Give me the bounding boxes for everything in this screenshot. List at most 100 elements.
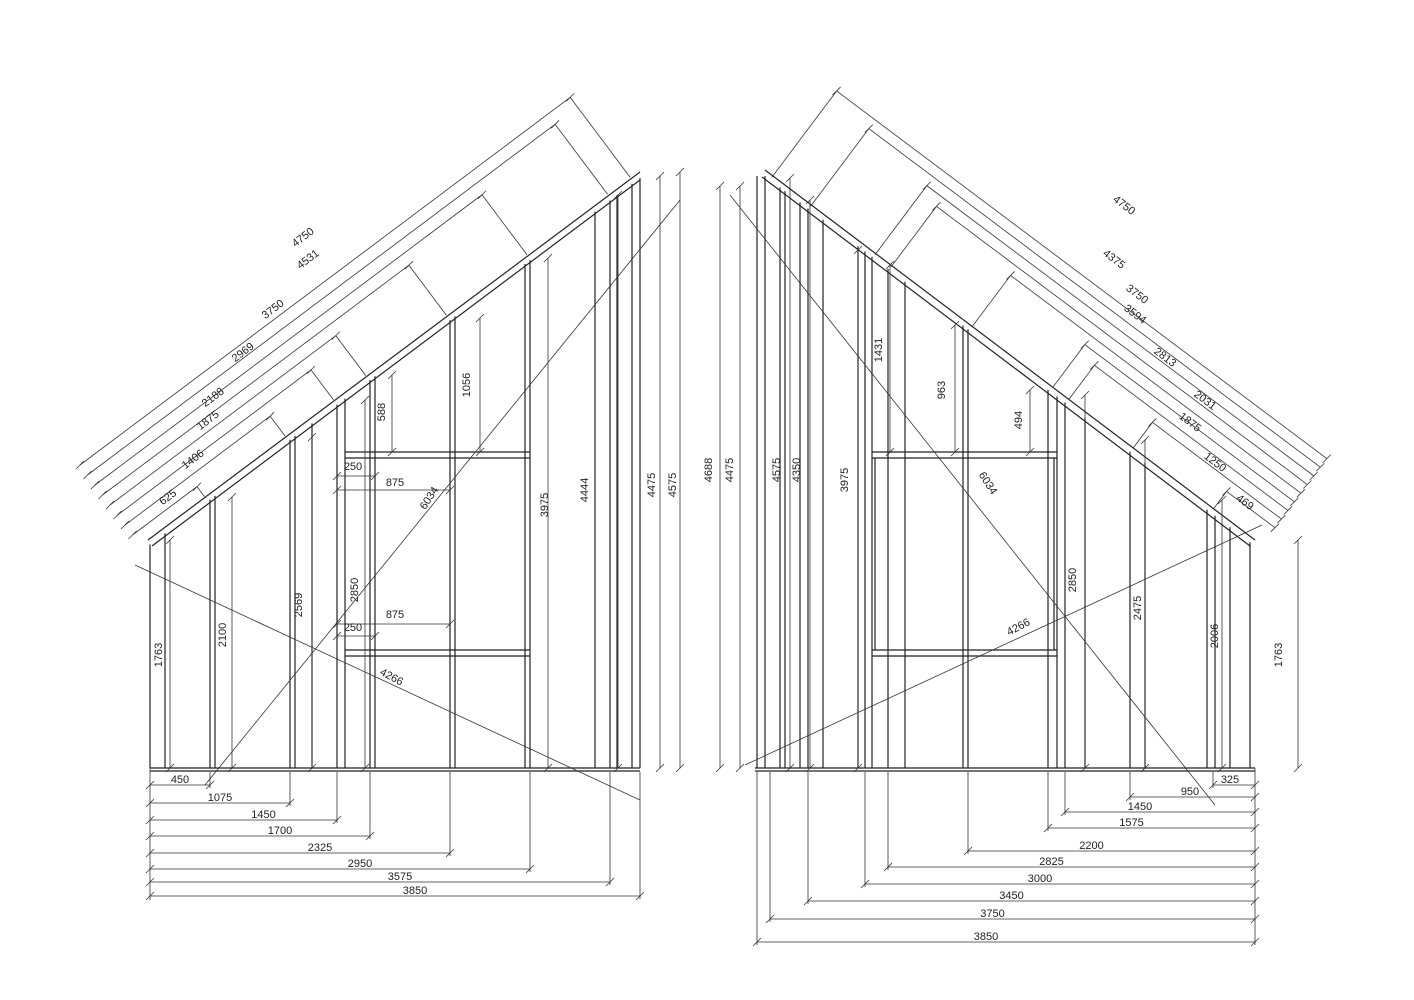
dimension-tick [165, 535, 175, 545]
vertical-dimension-label: 3975 [539, 493, 551, 517]
roof-dimension-line [1010, 275, 1302, 494]
base-dimension-label: 3575 [388, 871, 412, 883]
dimension-tick [445, 485, 455, 495]
roof-dimension-label: 2031 [1191, 388, 1218, 412]
vertical-dimension-label: 588 [376, 403, 388, 421]
extension-line [408, 264, 447, 316]
dimension-tick [475, 447, 485, 457]
extension-line [810, 128, 870, 207]
roof-dimension-line [1094, 364, 1289, 511]
dimension-tick [128, 530, 137, 540]
roof-dimension-line [87, 123, 556, 476]
vertical-dimension-label: 4444 [579, 478, 591, 502]
roof-dimension-label: 4750 [290, 225, 317, 249]
vertical-dimension-label: 494 [1013, 411, 1025, 429]
dimension-tick [332, 631, 342, 641]
dimension-tick [445, 619, 455, 629]
dimension-tick [1025, 447, 1035, 457]
dimension-tick [332, 485, 342, 495]
diagonal-dimension-line [204, 199, 681, 786]
vertical-dimension-label: 2850 [1067, 568, 1079, 592]
roof-dimension-line [109, 335, 337, 506]
dimension-tick [1217, 495, 1227, 505]
vertical-dimension-label: 2100 [217, 623, 229, 647]
dimension-tick [83, 470, 92, 480]
base-dimension-label: 1075 [208, 792, 232, 804]
diagonal-dimension-line [744, 524, 1263, 766]
dimension-tick [655, 763, 665, 773]
dimension-tick [90, 480, 100, 490]
roof-dimension-label: 1250 [1201, 450, 1228, 474]
roof-dimension-line [117, 369, 312, 516]
base-dimension-label: 2200 [1079, 840, 1103, 852]
dimension-tick [332, 471, 342, 481]
roof-dimension-line [1084, 344, 1295, 503]
base-dimension-label: 950 [1181, 786, 1199, 798]
base-dimension-label: 2825 [1039, 856, 1063, 868]
roof-dimension-line [1226, 491, 1276, 529]
dimension-tick [1316, 462, 1325, 472]
dimension-tick [332, 619, 342, 629]
dimension-tick [105, 500, 115, 510]
vertical-dimension-label: 4575 [771, 458, 783, 482]
diagonal-dimension-label: 4266 [1005, 616, 1032, 638]
dimension-tick [75, 460, 85, 470]
vertical-dimension-label: 4688 [703, 458, 715, 482]
dimension-tick [1140, 435, 1150, 445]
dimension-tick [1296, 488, 1306, 498]
roof-dimension-line [124, 415, 271, 526]
dimension-tick [885, 260, 895, 270]
dimension-tick [370, 631, 380, 641]
vertical-dimension-label: 2569 [293, 593, 305, 617]
diagonal-dimension-label: 6034 [976, 470, 999, 497]
vertical-dimension-label: 4575 [667, 473, 679, 497]
vertical-dimension-label: 3975 [839, 468, 851, 492]
base-dimension-label: 2325 [308, 842, 332, 854]
extension-line [269, 415, 286, 437]
extension-line [890, 206, 937, 268]
vertical-dimension-label: 4475 [724, 458, 736, 482]
roof-dimension-line [94, 194, 483, 486]
extension-line [771, 90, 837, 178]
opening-dimension-label: 875 [386, 477, 404, 489]
roof-dimension-label: 3750 [260, 297, 287, 321]
vertical-dimension-label: 4350 [791, 458, 803, 482]
extension-line [971, 275, 1011, 328]
dimension-tick [113, 510, 122, 520]
extension-line [569, 97, 631, 178]
base-dimension-label: 1450 [251, 809, 275, 821]
dimension-tick [475, 313, 485, 323]
dimension-tick [1270, 523, 1280, 533]
dimension-tick [785, 763, 795, 773]
frame-member [147, 171, 641, 541]
left-wall-elevation: 4750453137502969218818751406625176321002… [75, 93, 685, 901]
dimension-tick [1293, 535, 1303, 545]
dimension-tick [805, 763, 815, 773]
extension-line [335, 335, 367, 376]
dimension-tick [675, 167, 685, 177]
roof-dimension-label: 469 [1234, 492, 1256, 513]
diagonal-dimension-label: 4266 [378, 666, 405, 688]
dimension-tick [227, 492, 237, 502]
extension-line [481, 194, 528, 255]
roof-dimension-label: 1875 [195, 408, 222, 432]
dimension-tick [1283, 506, 1293, 515]
vertical-dimension-label: 1763 [153, 643, 165, 667]
dimension-tick [360, 763, 370, 773]
roof-dimension-line [79, 97, 571, 466]
dimension-tick [1322, 454, 1332, 463]
dimension-tick [735, 763, 745, 773]
extension-line [554, 124, 608, 195]
roof-dimension-label: 4375 [1100, 247, 1127, 271]
dimension-tick [853, 763, 863, 773]
dimension-tick [735, 181, 745, 191]
base-dimension-label: 3450 [999, 890, 1023, 902]
base-dimension-label: 1575 [1119, 817, 1143, 829]
diagonal-dimension-line [134, 564, 641, 801]
dimension-tick [675, 763, 685, 773]
roof-dimension-line [868, 128, 1321, 468]
dimension-tick [1080, 763, 1090, 773]
roof-dimension-line [836, 90, 1328, 459]
vertical-dimension-label: 2006 [1209, 624, 1221, 648]
diagonal-dimension-line [729, 194, 1216, 806]
